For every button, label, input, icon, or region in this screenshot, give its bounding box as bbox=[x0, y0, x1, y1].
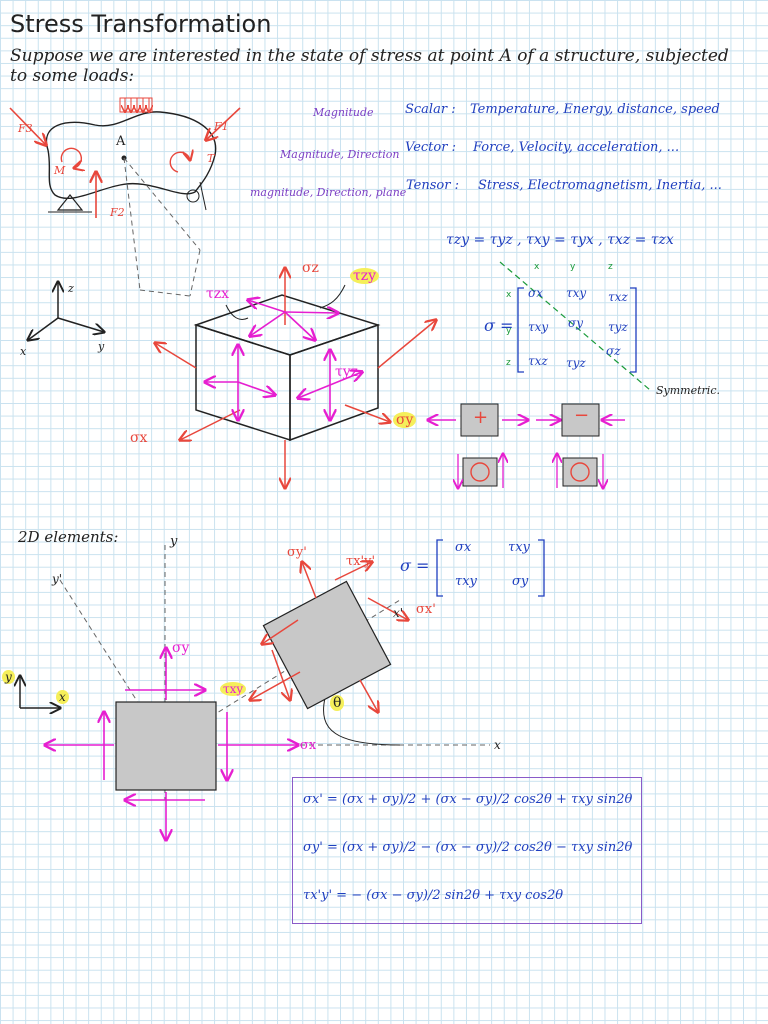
transformation-equations-box: σx' = (σx + σy)/2 + (σx − σy)/2 cos2θ + … bbox=[292, 777, 642, 924]
matrix2d-symbol: σ = bbox=[400, 556, 430, 575]
matrix-cell-1-2: τyz bbox=[608, 320, 628, 334]
matrix-col-x: x bbox=[534, 262, 540, 272]
theta-label: θ bbox=[330, 695, 345, 711]
sigma-y-label: σy bbox=[393, 412, 417, 428]
matrix2d-cell-1-1: σy bbox=[512, 574, 529, 589]
scalar-examples: Temperature, Energy, distance, speed bbox=[470, 102, 720, 117]
matrix-cell-2-1: τyz bbox=[566, 356, 586, 370]
sign-convention bbox=[428, 403, 625, 488]
symmetric-note: Symmetric. bbox=[656, 384, 720, 397]
small-x-label: x bbox=[56, 690, 69, 704]
equation-3-lhs: τx'y' bbox=[303, 888, 333, 903]
matrix-row-x: x bbox=[506, 290, 512, 300]
positive-sign: + bbox=[473, 407, 489, 428]
tensor-name: Tensor : bbox=[406, 178, 459, 193]
f3-label: F3 bbox=[18, 122, 33, 135]
sigma-x-prime-label: σx' bbox=[416, 602, 436, 617]
scalar-name: Scalar : bbox=[405, 102, 456, 117]
sigma-y-prime-label: σy' bbox=[287, 545, 307, 560]
matrix-cell-0-1: τxy bbox=[566, 286, 587, 300]
symmetry-equation: τzy = τyz , τxy = τyx , τxz = τzx bbox=[446, 232, 674, 248]
axes-3d bbox=[28, 282, 104, 340]
negative-sign: − bbox=[574, 405, 590, 426]
stress-matrix-drawing bbox=[499, 261, 651, 391]
equation-2-rhs: (σx + σy)/2 − (σx − σy)/2 cos2θ − τxy si… bbox=[341, 840, 633, 855]
equation-1-rhs: (σx + σy)/2 + (σx − σy)/2 cos2θ + τxy si… bbox=[341, 792, 633, 807]
equation-3: τx'y' = − (σx − σy)/2 sin2θ + τxy cos2θ bbox=[303, 888, 564, 903]
x-axis-label: x bbox=[494, 738, 501, 752]
axis-y-label: y bbox=[98, 340, 105, 353]
y-axis-label: y bbox=[170, 534, 178, 549]
section-2d-heading: 2D elements: bbox=[18, 528, 119, 546]
equation-2: σy' = (σx + σy)/2 − (σx − σy)/2 cos2θ − … bbox=[303, 840, 633, 855]
matrix2d-cell-0-0: σx bbox=[455, 540, 472, 555]
matrix-cell-2-2: σz bbox=[606, 344, 621, 358]
vector-examples: Force, Velocity, acceleration, ... bbox=[473, 140, 680, 155]
intro-text: Suppose we are interested in the state o… bbox=[10, 46, 729, 86]
sigma-z-label: σz bbox=[302, 260, 319, 276]
tau-xy-prime-label: τx'y' bbox=[346, 554, 376, 569]
sigma-x-2d-label: σx bbox=[300, 738, 317, 753]
matrix-row-y: y bbox=[506, 326, 512, 336]
matrix-cell-1-1: σy bbox=[568, 316, 583, 330]
structure-drawing bbox=[9, 97, 241, 297]
tensor-qualifier: magnitude, Direction, plane bbox=[250, 186, 407, 199]
axis-x-label: x bbox=[20, 345, 27, 358]
matrix-cell-0-2: τxz bbox=[608, 290, 628, 304]
matrix-symbol: σ = bbox=[484, 316, 514, 335]
torque-label: T bbox=[207, 152, 215, 165]
y-prime-label: y' bbox=[52, 572, 63, 586]
scalar-qualifier: Magnitude bbox=[313, 106, 374, 119]
matrix2d-cell-1-0: τxy bbox=[455, 574, 477, 589]
tensor-examples: Stress, Electromagnetism, Inertia, ... bbox=[478, 178, 722, 193]
equation-1-lhs: σx' bbox=[303, 792, 323, 807]
sigma-y-2d-label: σy bbox=[172, 640, 190, 656]
matrix-col-y: y bbox=[570, 262, 576, 272]
tau-yz-label: τyz bbox=[335, 364, 359, 380]
small-y-label: y bbox=[2, 670, 15, 684]
equation-3-rhs: − (σx − σy)/2 sin2θ + τxy cos2θ bbox=[351, 888, 564, 903]
tau-xy-2d-label: τxy bbox=[220, 682, 247, 696]
tau-zx-label: τzx bbox=[206, 286, 230, 302]
matrix-cell-1-0: τxy bbox=[528, 320, 549, 334]
matrix-cell-2-0: τxz bbox=[528, 354, 548, 368]
vector-qualifier: Magnitude, Direction bbox=[280, 148, 400, 161]
f2-label: F2 bbox=[110, 206, 125, 219]
equation-2-lhs: σy' bbox=[303, 840, 323, 855]
matrix2d-cell-0-1: τxy bbox=[508, 540, 530, 555]
stress-cube bbox=[155, 268, 436, 488]
page-title: Stress Transformation bbox=[10, 10, 272, 38]
matrix-row-z: z bbox=[506, 358, 511, 368]
section-2d-drawing bbox=[20, 539, 545, 840]
matrix-cell-0-0: σx bbox=[528, 286, 543, 300]
vector-name: Vector : bbox=[405, 140, 456, 155]
sigma-x-label: σx bbox=[130, 430, 148, 446]
point-a-label: A bbox=[116, 134, 126, 149]
moment-label: M bbox=[54, 164, 66, 177]
equation-1: σx' = (σx + σy)/2 + (σx − σy)/2 cos2θ + … bbox=[303, 792, 633, 807]
matrix-col-z: z bbox=[608, 262, 613, 272]
axis-z-label: z bbox=[68, 282, 74, 295]
tau-zy-label: τzy bbox=[350, 268, 380, 284]
x-prime-label: x' bbox=[393, 606, 404, 620]
f1-label: F1 bbox=[214, 120, 229, 133]
